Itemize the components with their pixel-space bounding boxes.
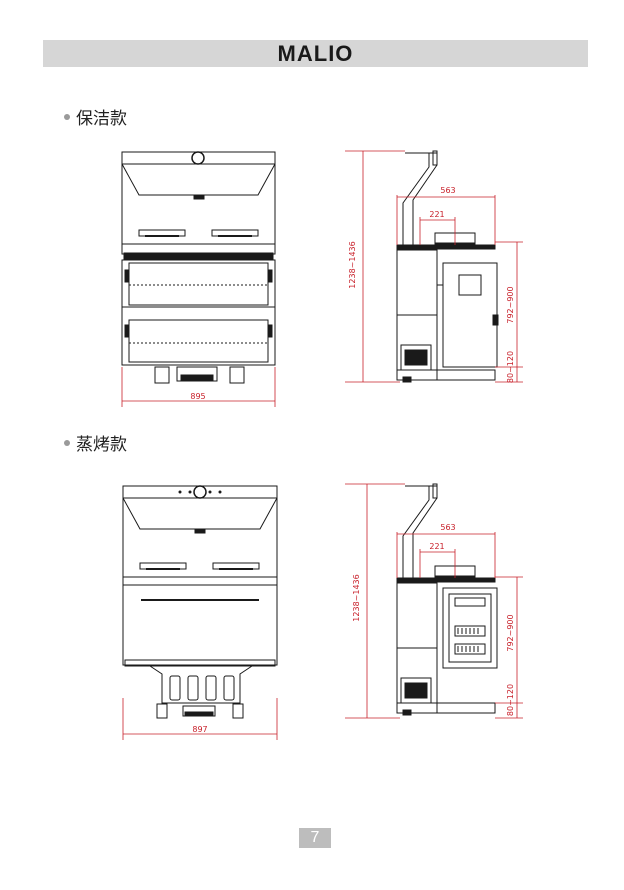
dim-counter-height: 792~900 bbox=[506, 286, 515, 323]
dim-depth-inner: 221 bbox=[429, 542, 444, 551]
header-bar: MALIO bbox=[43, 40, 588, 67]
page-number: 7 bbox=[299, 828, 331, 848]
dim-base-height: 80~120 bbox=[506, 351, 515, 383]
dim-total-height: 1238~1436 bbox=[348, 241, 357, 288]
section-title-text: 保洁款 bbox=[76, 109, 127, 129]
side-view-cleaning: 1238~1436 563 221 792~900 80~120 bbox=[345, 150, 523, 383]
dim-depth-inner: 221 bbox=[429, 210, 444, 219]
side-view-steam-oven: 1238~1436 563 221 792~900 80~120 bbox=[345, 483, 523, 719]
section-title-text: 蒸烤款 bbox=[76, 435, 127, 455]
front-view-steam-oven: 897 bbox=[122, 485, 278, 740]
dim-front-width: 897 bbox=[192, 725, 207, 734]
dim-front-width: 895 bbox=[190, 392, 205, 401]
dim-depth: 563 bbox=[440, 523, 455, 532]
bullet-dot bbox=[64, 440, 70, 446]
bullet-dot bbox=[64, 114, 70, 120]
dim-counter-height: 792~900 bbox=[506, 614, 515, 651]
section-title-cleaning: 保洁款 bbox=[64, 104, 127, 129]
dim-base-height: 80~120 bbox=[506, 684, 515, 716]
front-view-cleaning: 895 bbox=[121, 151, 276, 407]
dim-depth: 563 bbox=[440, 186, 455, 195]
dim-total-height: 1238~1436 bbox=[352, 574, 361, 621]
brand-logo: MALIO bbox=[277, 41, 354, 66]
section-title-steam-oven: 蒸烤款 bbox=[64, 430, 127, 455]
